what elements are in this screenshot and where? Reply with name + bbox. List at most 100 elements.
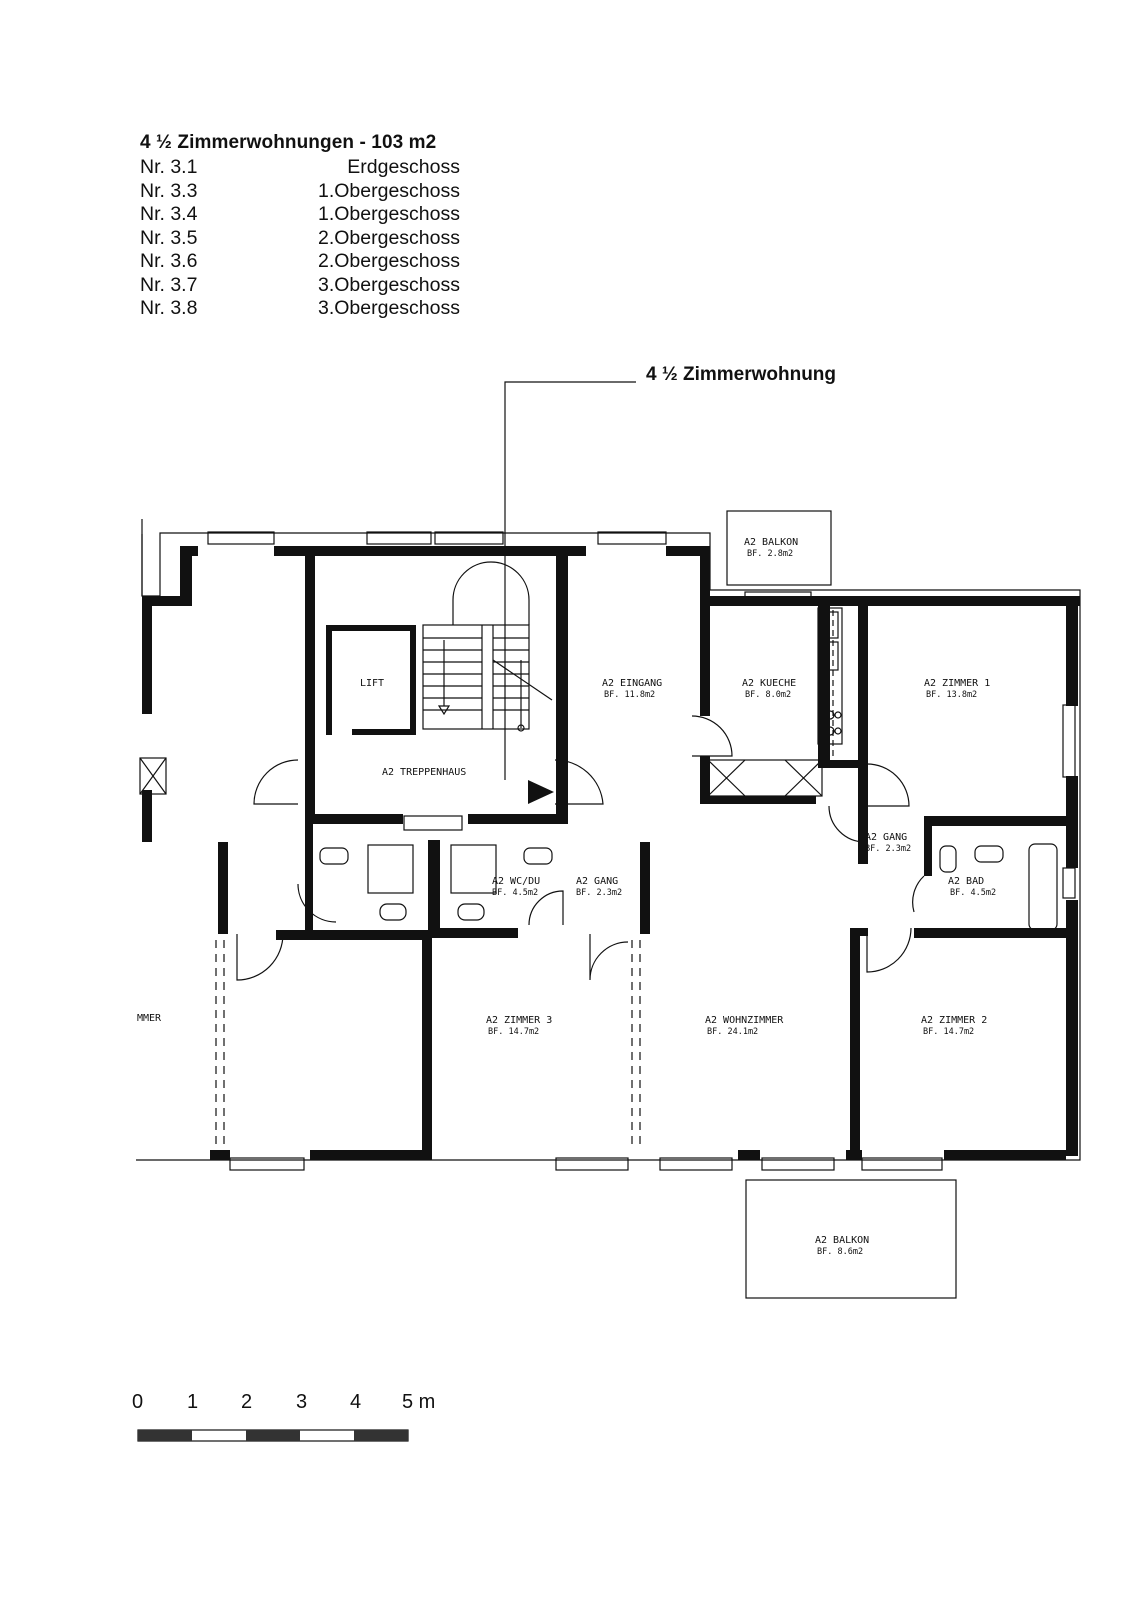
shower [450,844,497,894]
door-swing [866,763,910,807]
scale-label: 1 [187,1391,199,1413]
unit-list: Nr. 3.1 Erdgeschoss Nr. 3.3 1.Obergeschoss… [140,156,460,321]
toilet-icon [457,903,485,921]
treppenhaus-label: A2 TREPPENHAUS [382,767,466,778]
balkon-top-outline [726,510,832,586]
window [861,1157,943,1171]
zimmer2-area: BF. 14.7m2 [923,1027,974,1037]
door-swing [528,890,564,926]
door-swing [253,759,299,805]
stair-block [422,624,530,730]
balkon-top-name: A2 BALKON [744,537,798,548]
stair-arrow-down [437,705,451,716]
scale-label: 5 m [402,1391,436,1413]
balkon-bottom-name: A2 BALKON [815,1235,869,1246]
unit-floor: Erdgeschoss [347,156,460,178]
scale-label: 0 [132,1391,144,1413]
door-swing [589,934,629,981]
zimmer-left-name: MMER [137,1013,162,1024]
wohnzimmer-name: A2 WOHNZIMMER [705,1015,784,1026]
window [761,1157,835,1171]
closet [139,757,167,795]
wcdu-area: BF. 4.5m2 [492,888,538,898]
window [366,531,432,545]
unit-number: Nr. 3.4 [140,203,198,225]
unit-floor: 1.Obergeschoss [318,203,460,225]
gang-right-name: A2 GANG [865,832,907,843]
scale-segment [246,1430,300,1441]
unit-row: Nr. 3.1 Erdgeschoss [140,156,460,180]
unit-floor: 2.Obergeschoss [318,250,460,272]
balkon-bottom-area: BF. 8.6m2 [817,1247,863,1257]
header-title: 4 ½ Zimmerwohnungen - 103 m2 [140,132,437,153]
bad-area: BF. 4.5m2 [950,888,996,898]
scale-label: 3 [296,1391,308,1413]
stair-treads [423,625,553,729]
unit-number: Nr. 3.8 [140,297,198,319]
unit-number: Nr. 3.3 [140,179,198,202]
kueche-area: BF. 8.0m2 [745,690,791,700]
scale-label: 4 [350,1391,362,1413]
lift-label: LIFT [360,678,384,689]
window [597,531,667,545]
balkon-bottom-outline [745,1179,957,1299]
unit-floor: 1.Obergeschoss [318,179,460,202]
scale-segment [138,1430,192,1441]
window [207,531,275,545]
unit-row: Nr. 3.3 1.Obergeschoss [140,180,460,204]
washbasin [523,847,553,865]
door-swing [912,875,925,913]
gang-mid-area: BF. 2.3m2 [576,888,622,898]
kueche-name: A2 KUECHE [742,678,796,689]
callout-label: 4 ½ Zimmerwohnung [646,364,837,385]
window [434,531,504,545]
window [229,1157,305,1171]
unit-floor: 3.Obergeschoss [318,273,460,296]
scale-label: 2 [241,1391,253,1413]
stair-curve [452,561,530,625]
zimmer2-name: A2 ZIMMER 2 [921,1015,987,1026]
unit-row: Nr. 3.6 2.Obergeschoss [140,250,460,274]
room-labels: A2 BALKON BF. 2.8m2 LIFT A2 TREPPENHAUS … [137,537,996,1257]
unit-row: Nr. 3.4 1.Obergeschoss [140,203,460,227]
scale-segment [354,1430,408,1441]
zimmer3-area: BF. 14.7m2 [488,1027,539,1037]
door-swing [297,883,337,923]
unit-number: Nr. 3.1 [140,156,198,178]
door-swing [866,927,912,973]
shower [367,844,414,894]
door-swing [236,933,284,981]
apartment-header: 4 ½ Zimmerwohnungen - 103 m2 Nr. 3.1 Erdg… [140,132,480,321]
washbasin [319,847,349,865]
window [1062,704,1076,778]
unit-floor: 2.Obergeschoss [318,226,460,249]
window [1062,867,1076,899]
unit-floor: 3.Obergeschoss [318,297,460,319]
bathtub [1028,843,1058,931]
gang-mid-name: A2 GANG [576,876,618,887]
eingang-area: BF. 11.8m2 [604,690,655,700]
window [659,1157,733,1171]
gang-right-area: BF. 2.3m2 [865,844,911,854]
eingang-name: A2 EINGANG [602,678,662,689]
wcdu-name: A2 WC/DU [492,876,540,887]
zimmer1-name: A2 ZIMMER 1 [924,678,990,689]
zimmer3-name: A2 ZIMMER 3 [486,1015,552,1026]
balkon-top-area: BF. 2.8m2 [747,549,793,559]
scale-bar [137,1429,409,1442]
window [555,1157,629,1171]
unit-row: Nr. 3.8 3.Obergeschoss [140,297,460,321]
toilet-icon [379,903,407,921]
shaft [403,815,463,831]
zimmer1-area: BF. 13.8m2 [926,690,977,700]
toilet-icon [939,845,957,873]
unit-number: Nr. 3.6 [140,250,198,272]
washbasin [974,845,1004,863]
outer-outline-top [136,532,1081,1161]
bad-name: A2 BAD [948,876,984,887]
callout-leader [504,381,636,780]
wohnzimmer-area: BF. 24.1m2 [707,1027,758,1037]
